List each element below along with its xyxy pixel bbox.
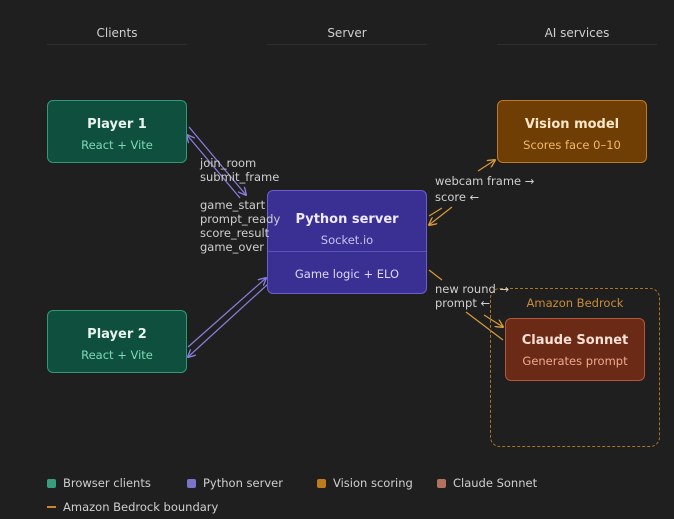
edge-server-to-player1 [187,135,241,199]
vision-model-node: Vision model Scores face 0–10 [497,100,647,163]
legend-label: Python server [203,476,283,490]
vision-subtitle: Scores face 0–10 [523,138,621,152]
label-submit-frame: submit_frame [200,170,280,184]
column-divider-server [267,44,427,45]
edge-vision-to-server [429,206,453,225]
legend-item-bedrock-boundary: Amazon Bedrock boundary [47,500,218,514]
label-prompt-ready: prompt_ready [200,212,281,226]
column-header-ai-services: AI services [544,26,610,40]
label-new-round: new round → [435,282,510,296]
legend-label: Vision scoring [333,476,413,490]
legend-swatch [317,479,326,488]
player2-subtitle: React + Vite [81,348,153,362]
claude-sonnet-node: Claude Sonnet Generates prompt [505,318,645,381]
legend-item-python-server: Python server [187,476,283,490]
legend-item-browser-clients: Browser clients [47,476,151,490]
label-game-over: game_over [200,240,265,254]
claude-title: Claude Sonnet [521,333,629,348]
player1-node: Player 1 React + Vite [47,100,187,163]
legend-label: Amazon Bedrock boundary [63,500,219,514]
claude-subtitle: Generates prompt [522,354,628,368]
legend-swatch [47,479,56,488]
legend-swatch [187,479,196,488]
bedrock-label: Amazon Bedrock [526,296,624,310]
edge-server-to-player2 [188,283,269,357]
legend-dash-swatch [47,506,56,508]
edge-server-to-claude-a [428,269,443,281]
legend-label: Browser clients [63,476,151,490]
player1-subtitle: React + Vite [81,138,153,152]
edge-server-to-claude [483,314,503,327]
label-prompt: prompt ← [435,296,491,310]
label-score: score ← [435,190,480,204]
legend-swatch [437,479,446,488]
edge-claude-to-server [465,311,504,341]
label-join-room: join_room [200,156,257,170]
edge-vision-to-server-2 [428,207,443,217]
python-server-node: Python server Socket.io Game logic + ELO [267,190,427,294]
player2-node: Player 2 React + Vite [47,310,187,373]
player2-title: Player 2 [87,327,147,342]
server-detail: Game logic + ELO [294,267,400,281]
player1-title: Player 1 [87,117,147,132]
edge-player1-to-server [188,126,246,195]
label-webcam-frame: webcam frame → [435,174,535,188]
column-header-server: Server [327,26,367,40]
amazon-bedrock-boundary [490,288,660,447]
vision-title: Vision model [524,117,620,132]
legend-item-vision-scoring: Vision scoring [317,476,413,490]
column-header-clients: Clients [96,26,138,40]
column-divider-ai-services [497,44,657,45]
label-score-result: score_result [200,226,270,240]
server-title: Python server [295,212,399,227]
edge-server-to-vision [477,160,495,172]
server-subtitle: Socket.io [320,233,374,247]
column-divider-clients [47,44,187,45]
label-game-start: game_start [200,198,266,212]
edge-player2-to-server [187,278,266,348]
server-divider [268,251,426,252]
legend-label: Claude Sonnet [453,476,538,490]
legend-item-claude-sonnet: Claude Sonnet [437,476,537,490]
